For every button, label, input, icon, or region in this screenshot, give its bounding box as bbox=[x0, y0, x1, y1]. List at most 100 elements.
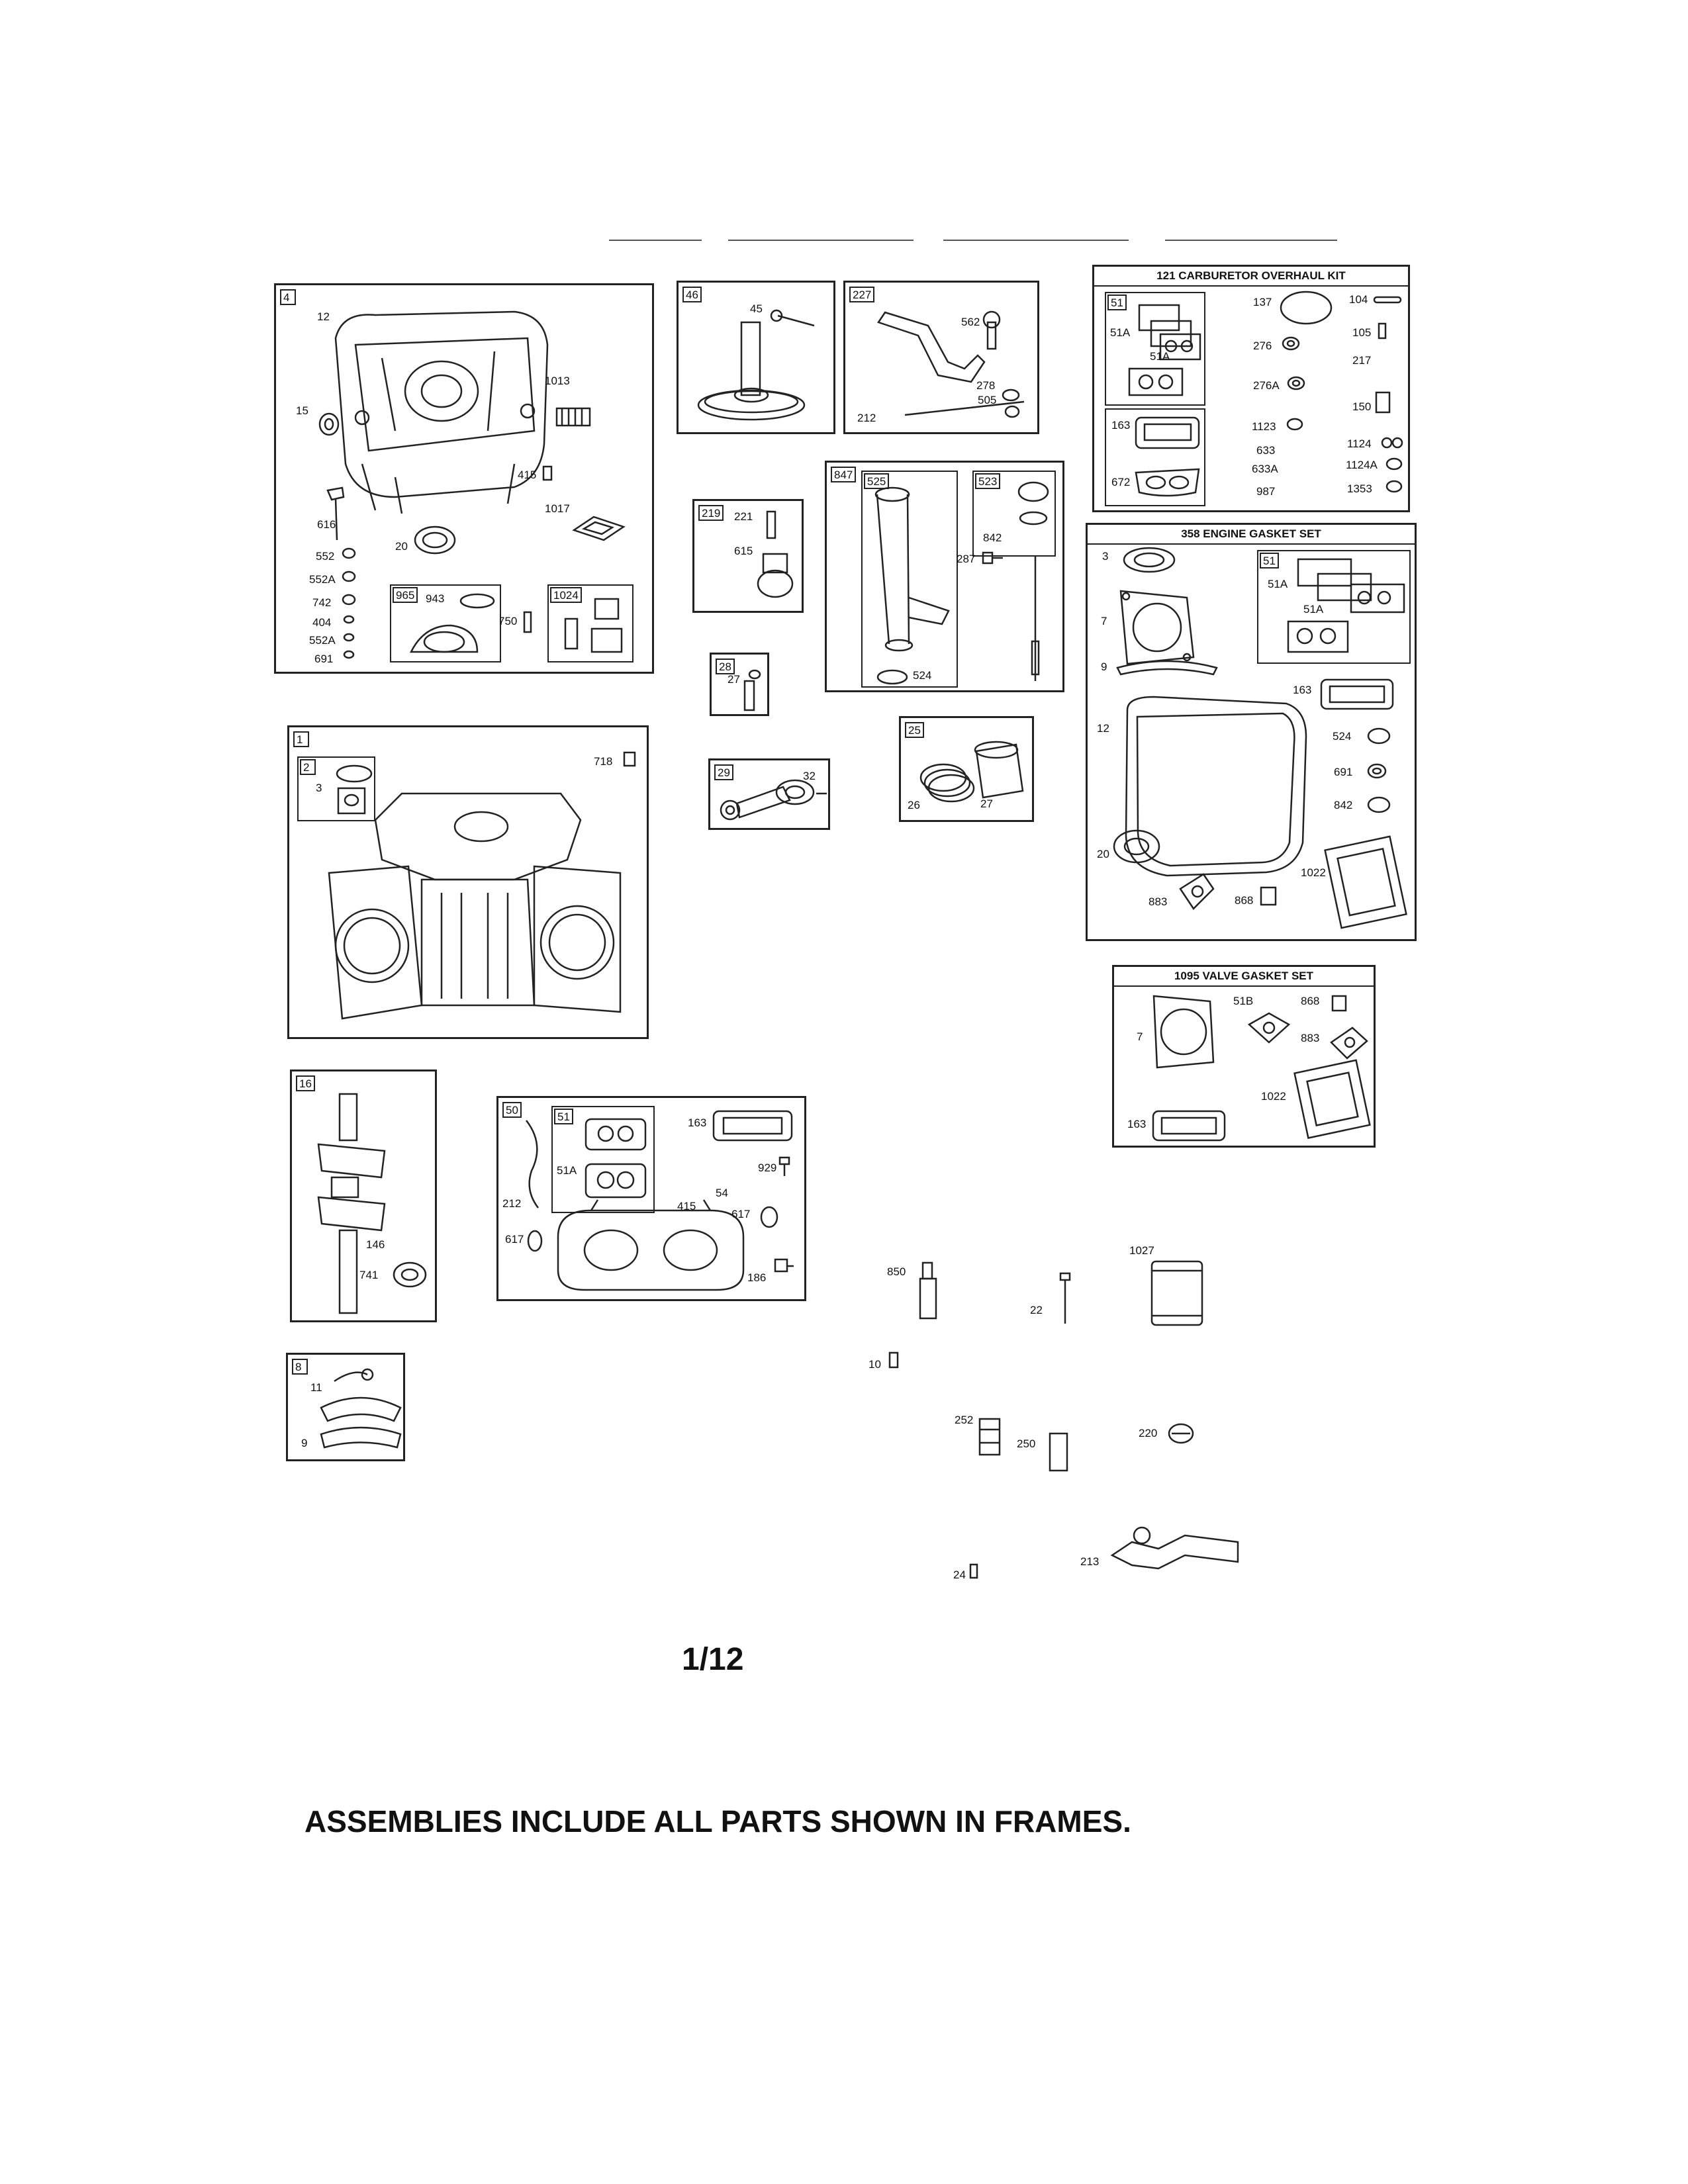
part-label: 9 bbox=[1101, 660, 1107, 673]
subframe-525: 525 524 bbox=[861, 471, 958, 688]
part-label: 137 bbox=[1253, 296, 1272, 308]
o-ring-617 bbox=[760, 1206, 778, 1228]
frame-number: 51 bbox=[554, 1109, 573, 1124]
breather-drawing bbox=[320, 1368, 402, 1449]
part-label: 22 bbox=[1030, 1304, 1043, 1316]
part-label: 163 bbox=[1111, 419, 1131, 432]
part-label: 150 bbox=[1352, 400, 1372, 413]
connecting-rod-drawing bbox=[720, 779, 827, 821]
frame-50-intake-manifold: 50 51 51A 163 929 212 54 415 617 617 186 bbox=[496, 1096, 806, 1301]
subframe-2: 2 3 bbox=[297, 756, 375, 821]
seal-842 bbox=[1367, 796, 1391, 813]
part-label: 868 bbox=[1301, 995, 1320, 1007]
frame-number: 50 bbox=[502, 1102, 522, 1118]
part-label: 552A bbox=[309, 573, 336, 586]
part-label: 404 bbox=[312, 616, 332, 629]
part-label: 9 bbox=[301, 1437, 308, 1449]
part-label: 3 bbox=[1102, 550, 1109, 563]
frame-number: 8 bbox=[292, 1359, 308, 1375]
subframe-523: 523 842 bbox=[972, 471, 1056, 557]
washer-1123 bbox=[1286, 418, 1303, 431]
part-label: 1022 bbox=[1301, 866, 1326, 879]
part-label: 51A bbox=[1268, 578, 1288, 590]
part-label: 505 bbox=[978, 394, 997, 406]
head-gasket-7 bbox=[1152, 995, 1215, 1069]
frame-number: 525 bbox=[864, 473, 890, 489]
part-label: 45 bbox=[750, 302, 763, 315]
part-label: 186 bbox=[747, 1271, 767, 1284]
subframe-51: 51 51A bbox=[551, 1106, 655, 1213]
frame-title: 121 CARBURETOR OVERHAUL KIT bbox=[1094, 268, 1408, 287]
plate-1017 bbox=[572, 516, 626, 541]
part-label: 20 bbox=[1097, 848, 1109, 860]
gasket-163 bbox=[1152, 1110, 1226, 1142]
footer-note: ASSEMBLIES INCLUDE ALL PARTS SHOWN IN FR… bbox=[305, 1804, 1131, 1839]
filter-252 bbox=[978, 1418, 1001, 1456]
washer-276A bbox=[1287, 376, 1305, 390]
part-label: 217 bbox=[1352, 354, 1372, 367]
part-label: 1013 bbox=[545, 375, 570, 387]
part-label: 54 bbox=[716, 1187, 728, 1199]
part-label: 10 bbox=[868, 1358, 881, 1371]
screw-10 bbox=[888, 1351, 899, 1369]
gasket-163 bbox=[1135, 416, 1200, 449]
page-number: 1/12 bbox=[682, 1642, 744, 1677]
part-label: 850 bbox=[887, 1265, 906, 1278]
oil-seal-20 bbox=[414, 525, 456, 555]
part-label: 929 bbox=[758, 1161, 777, 1174]
part-label: 212 bbox=[502, 1197, 522, 1210]
frame-title: 358 ENGINE GASKET SET bbox=[1088, 526, 1415, 545]
frame-number: 29 bbox=[714, 764, 733, 780]
frame-number: 25 bbox=[905, 722, 924, 738]
part-label: 163 bbox=[688, 1116, 707, 1129]
part-label: 20 bbox=[395, 540, 408, 553]
frame-number: 51 bbox=[1107, 295, 1127, 310]
screw-287 bbox=[982, 551, 1003, 565]
part-label: 1124A bbox=[1346, 459, 1378, 471]
frame-number: 4 bbox=[280, 289, 296, 305]
part-label: 163 bbox=[1293, 684, 1312, 696]
part-label: 213 bbox=[1080, 1555, 1100, 1568]
frame-number: 1 bbox=[293, 731, 309, 747]
frame-number: 965 bbox=[393, 587, 418, 603]
part-label: 105 bbox=[1352, 326, 1372, 339]
part-label: 943 bbox=[426, 592, 445, 605]
frame-1095-valve-gasket-set: 1095 VALVE GASKET SET 7 51B 868 883 1022… bbox=[1112, 965, 1376, 1148]
seal-868 bbox=[1260, 886, 1277, 906]
pin-750 bbox=[523, 611, 532, 633]
pin-104 bbox=[1373, 296, 1402, 304]
header-rule bbox=[943, 240, 1129, 241]
gasket-51B bbox=[1247, 1012, 1291, 1044]
frame-number: 46 bbox=[682, 287, 702, 302]
frame-847-dipstick: 847 525 524 523 842 287 bbox=[825, 461, 1064, 692]
part-label: 276A bbox=[1253, 379, 1280, 392]
gasket-51A bbox=[1287, 558, 1405, 653]
dipstick-blade bbox=[1031, 555, 1040, 681]
frame-16-crankshaft: 16 146 741 bbox=[290, 1069, 437, 1322]
part-label: 51A bbox=[557, 1164, 577, 1177]
seal-868 bbox=[1331, 995, 1347, 1012]
frame-number: 28 bbox=[716, 659, 735, 674]
gasket-672 bbox=[1135, 468, 1200, 497]
dipstick-cap-drawing bbox=[1017, 481, 1049, 525]
gear-741 bbox=[393, 1261, 427, 1288]
part-label: 415 bbox=[518, 469, 537, 481]
camshaft-gear-drawing bbox=[697, 309, 815, 421]
bearing-2 bbox=[336, 764, 373, 815]
frame-number: 51 bbox=[1260, 553, 1279, 569]
gasket-163 bbox=[1320, 678, 1394, 710]
frame-number: 227 bbox=[849, 287, 875, 302]
part-label: 26 bbox=[908, 799, 920, 811]
crankcase-cover-drawing bbox=[334, 310, 549, 514]
frame-358-engine-gasket-set: 358 ENGINE GASKET SET 3 51 51A 51A 7 9 1… bbox=[1086, 523, 1417, 941]
part-label: 24 bbox=[953, 1569, 966, 1581]
part-label: 615 bbox=[734, 545, 753, 557]
frame-46-camshaft: 46 45 bbox=[677, 281, 835, 434]
frame-number: 1024 bbox=[550, 587, 582, 603]
link-212 bbox=[526, 1120, 539, 1208]
part-label: 562 bbox=[961, 316, 980, 328]
part-label: 12 bbox=[1097, 722, 1109, 735]
frame-1-cylinder-block: 1 2 3 718 bbox=[287, 725, 649, 1039]
screw-415 bbox=[542, 465, 553, 481]
manifold-drawing bbox=[557, 1199, 745, 1291]
